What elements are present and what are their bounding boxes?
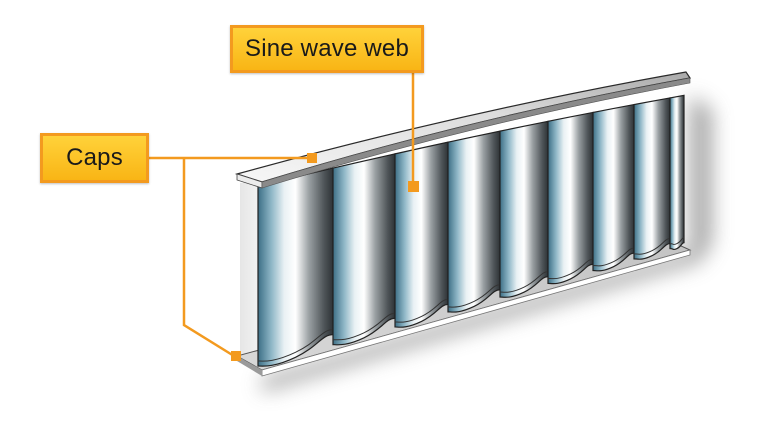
web-flute-lip [332,312,396,341]
sine-wave-web [257,94,685,367]
web-flute-lip [499,271,549,293]
web-flute [592,103,635,272]
web-flute-lip [592,247,635,267]
web-flute [633,97,671,260]
web-flute-lip [633,238,671,255]
web-flute [332,153,396,346]
web-flute-lip [257,329,334,362]
caps-leader [149,156,308,358]
web-flute [447,130,501,313]
web-flute [257,167,334,367]
web-flute [669,94,685,251]
caps-bottom-marker [231,351,241,361]
beam-end-face [240,180,262,366]
top-cap [234,71,692,189]
sine-wave-web-label: Sine wave web [230,25,424,73]
web-flute-lip [669,237,685,245]
web-flute-lip [394,298,449,323]
web-flute [547,111,594,285]
web-flute-lip [447,284,501,308]
web-flute [394,141,449,328]
web-marker [408,181,419,192]
web-flute [499,120,549,298]
caps-top-marker [307,153,317,163]
web-flute-lip [547,258,594,280]
caps-label: Caps [40,133,149,183]
